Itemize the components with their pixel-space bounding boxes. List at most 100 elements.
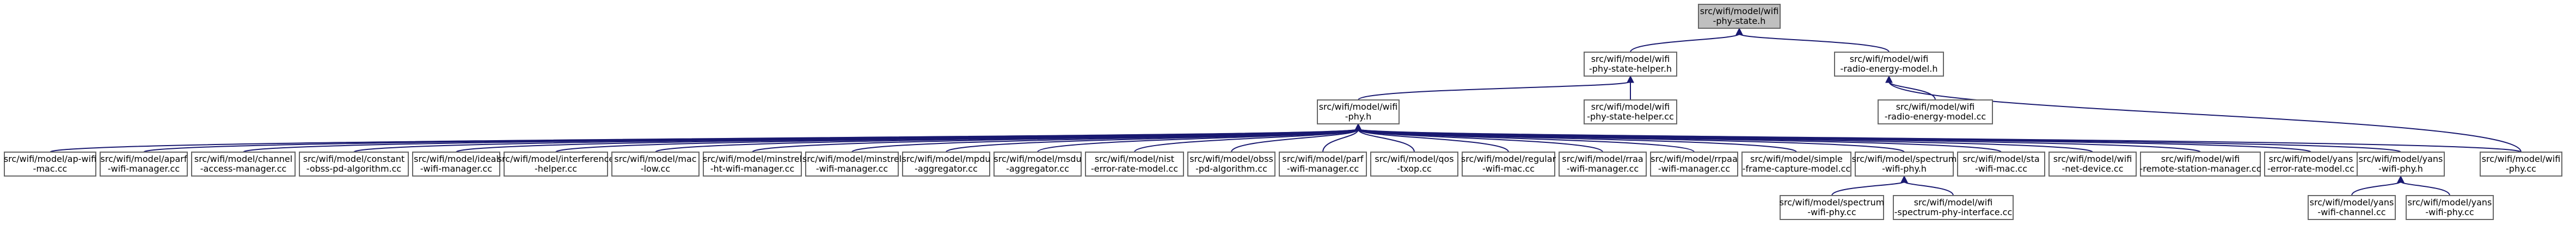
graph-node[interactable]: src/wifi/model/yans-wifi-channel.cc — [2308, 195, 2396, 220]
node-label-line: src/wifi/model/channel — [194, 154, 292, 164]
node-box[interactable] — [1855, 152, 1954, 177]
node-box[interactable] — [2140, 152, 2261, 177]
node-box[interactable] — [611, 152, 700, 177]
graph-node[interactable]: src/wifi/model/rraa-wifi-manager.cc — [1559, 152, 1647, 177]
edge-n31-to-n3 — [1358, 129, 2401, 153]
node-label-line: src/wifi/model/msdu — [993, 154, 1081, 164]
node-label-line: src/wifi/model/yans — [2408, 197, 2492, 208]
graph-node[interactable]: src/wifi/model/constant-obss-pd-algorith… — [299, 152, 409, 177]
node-box[interactable] — [1878, 99, 1993, 124]
graph-node[interactable]: src/wifi/model/wifi-remote-station-manag… — [2139, 152, 2261, 177]
node-box[interactable] — [1584, 52, 1677, 77]
edge-n18-to-n3 — [1134, 129, 1359, 153]
node-label-line: src/wifi/model/yans — [2359, 154, 2443, 164]
graph-node[interactable]: src/wifi/model/obss-pd-algorithm.cc — [1187, 152, 1275, 177]
node-box[interactable] — [1893, 195, 2014, 220]
graph-node[interactable]: src/wifi/model/yans-wifi-phy.h — [2357, 152, 2445, 177]
node-box[interactable] — [2308, 195, 2396, 220]
graph-node[interactable]: src/wifi/model/ap-wifi-mac.cc — [4, 152, 96, 177]
node-box[interactable] — [1698, 4, 1781, 29]
graph-node[interactable]: src/wifi/model/parf-wifi-manager.cc — [1279, 152, 1367, 177]
edge-n21-to-n3 — [1358, 129, 1415, 153]
graph-node[interactable]: src/wifi/model/rrpaa-wifi-manager.cc — [1650, 152, 1738, 177]
graph-node[interactable]: src/wifi/model/msdu-aggregator.cc — [993, 152, 1082, 177]
node-label-line: src/wifi/model/mac — [614, 154, 696, 164]
node-label-line: -access-manager.cc — [200, 164, 287, 174]
graph-node[interactable]: src/wifi/model/wifi-phy-state-helper.cc — [1584, 99, 1677, 124]
node-label-line: -wifi-phy.cc — [1807, 207, 1856, 217]
node-label-line: src/wifi/model/qos — [1375, 154, 1453, 164]
node-box[interactable] — [1834, 52, 1944, 77]
graph-node[interactable]: src/wifi/model/wifi-net-device.cc — [2048, 152, 2137, 177]
graph-node[interactable]: src/wifi/model/mac-low.cc — [611, 152, 700, 177]
graph-node[interactable]: src/wifi/model/ideal-wifi-manager.cc — [412, 152, 500, 177]
node-label-line: -wifi-channel.cc — [2317, 207, 2385, 217]
node-box[interactable] — [2357, 152, 2445, 177]
node-box[interactable] — [299, 152, 409, 177]
graph-node[interactable]: src/wifi/model/sta-wifi-mac.cc — [1957, 152, 2045, 177]
graph-node[interactable]: src/wifi/model/channel-access-manager.cc — [191, 152, 296, 177]
node-label-line: -remote-station-manager.cc — [2139, 164, 2261, 174]
node-box[interactable] — [993, 152, 1082, 177]
graph-node[interactable]: src/wifi/model/aparf-wifi-manager.cc — [100, 152, 188, 177]
graph-node[interactable]: src/wifi/model/yans-wifi-phy.cc — [2406, 195, 2494, 220]
node-label-line: -wifi-mac.cc — [1482, 164, 1535, 174]
node-box[interactable] — [1187, 152, 1275, 177]
node-box[interactable] — [2264, 152, 2358, 177]
node-label-line: src/wifi/model/minstrel — [703, 154, 802, 164]
graph-node[interactable]: src/wifi/model/spectrum-wifi-phy.h — [1852, 152, 1957, 177]
node-box[interactable] — [100, 152, 188, 177]
node-box[interactable] — [1462, 152, 1555, 177]
node-label-line: -low.cc — [641, 164, 670, 174]
node-label-line: -spectrum-phy-interface.cc — [1894, 207, 2013, 217]
node-label-line: src/wifi/model/rrpaa — [1651, 154, 1738, 164]
node-box[interactable] — [1085, 152, 1184, 177]
node-box[interactable] — [1650, 152, 1738, 177]
node-box[interactable] — [1780, 195, 1884, 220]
node-box[interactable] — [504, 152, 608, 177]
node-box[interactable] — [1370, 152, 1458, 177]
graph-node[interactable]: src/wifi/model/mpdu-aggregator.cc — [902, 152, 991, 177]
node-box[interactable] — [191, 152, 296, 177]
node-box[interactable] — [412, 152, 500, 177]
graph-node[interactable]: src/wifi/model/simple-frame-capture-mode… — [1741, 152, 1851, 177]
edge-n5-to-n2 — [1888, 81, 1936, 101]
graph-node[interactable]: src/wifi/model/yans-error-rate-model.cc — [2264, 152, 2358, 177]
arrowhead — [1885, 75, 1893, 83]
graph-node[interactable]: src/wifi/model/wifi-phy-state.h — [1698, 4, 1781, 29]
graph-node[interactable]: src/wifi/model/wifi-phy.h — [1317, 99, 1400, 124]
node-box[interactable] — [1317, 99, 1400, 124]
node-box[interactable] — [1741, 152, 1851, 177]
node-box[interactable] — [1584, 99, 1677, 124]
graph-node[interactable]: src/wifi/model/nist-error-rate-model.cc — [1085, 152, 1184, 177]
node-label-line: src/wifi/model/obss — [1189, 154, 1273, 164]
node-box[interactable] — [805, 152, 899, 177]
graph-node[interactable]: src/wifi/model/interference-helper.cc — [498, 152, 615, 177]
graph-node[interactable]: src/wifi/model/wifi-radio-energy-model.c… — [1878, 99, 1993, 124]
node-box[interactable] — [1957, 152, 2045, 177]
edge-n22-to-n3 — [1358, 129, 1509, 153]
node-box[interactable] — [4, 152, 96, 177]
graph-node[interactable]: src/wifi/model/wifi-spectrum-phy-interfa… — [1893, 195, 2014, 220]
node-label-line: src/wifi/model/yans — [2269, 154, 2353, 164]
graph-node[interactable]: src/wifi/model/wifi-radio-energy-model.h — [1834, 52, 1944, 77]
node-box[interactable] — [2480, 152, 2562, 177]
node-box[interactable] — [2406, 195, 2494, 220]
node-box[interactable] — [1279, 152, 1367, 177]
graph-node[interactable]: src/wifi/model/regular-wifi-mac.cc — [1461, 152, 1556, 177]
node-box[interactable] — [703, 152, 802, 177]
node-label-line: -net-device.cc — [2062, 164, 2123, 174]
node-box[interactable] — [1559, 152, 1647, 177]
graph-node[interactable]: src/wifi/model/spectrum-wifi-phy.cc — [1780, 195, 1885, 220]
graph-node[interactable]: src/wifi/model/minstrel-wifi-manager.cc — [802, 152, 901, 177]
node-label-line: -wifi-manager.cc — [1287, 164, 1359, 174]
graph-node[interactable]: src/wifi/model/qos-txop.cc — [1370, 152, 1458, 177]
graph-node[interactable]: src/wifi/model/wifi-phy.cc — [2480, 152, 2562, 177]
graph-node[interactable]: src/wifi/model/minstrel-ht-wifi-manager.… — [703, 152, 802, 177]
graph-node[interactable]: src/wifi/model/wifi-phy-state-helper.h — [1584, 52, 1677, 77]
node-box[interactable] — [902, 152, 990, 177]
node-label-line: src/wifi/model/wifi — [1850, 54, 1929, 64]
arrowhead — [1735, 27, 1743, 35]
node-box[interactable] — [2048, 152, 2137, 177]
